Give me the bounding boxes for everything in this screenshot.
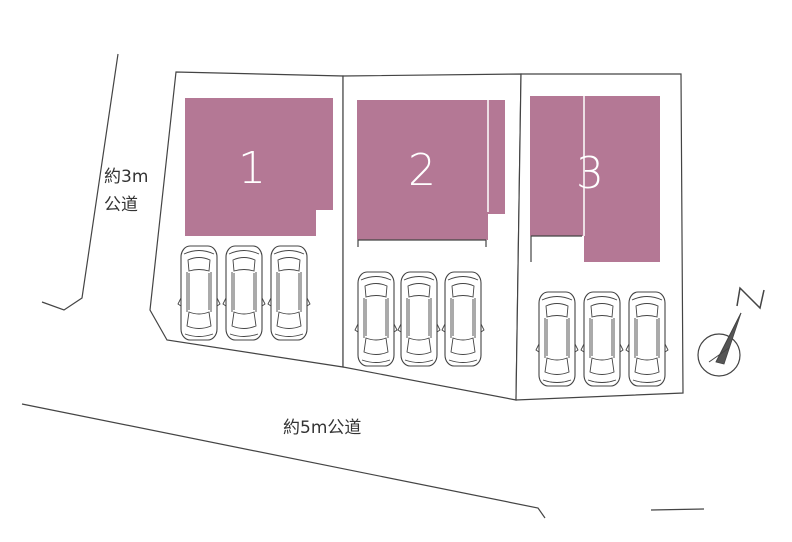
compass-north-glyph (736, 286, 765, 310)
parked-car-icon (580, 291, 624, 387)
building-3[interactable] (530, 96, 660, 262)
south-road-edge-east (650, 508, 705, 511)
parked-car-icon (267, 245, 311, 341)
west-road-label-line2: 公道 (104, 195, 138, 215)
parked-car-icon (535, 291, 579, 387)
lot-3-parking (535, 291, 669, 387)
buildings (185, 96, 660, 262)
parked-car-icon (397, 271, 441, 367)
south-road-edge (21, 403, 546, 519)
building-2[interactable] (357, 100, 505, 247)
lot-1-parking (177, 245, 311, 341)
parked-car-icon (441, 271, 485, 367)
building-1[interactable] (185, 98, 333, 236)
lot-2-parking (354, 271, 485, 367)
west-road-edge (41, 53, 119, 311)
parked-car-icon (354, 271, 398, 367)
parked-car-icon (625, 291, 669, 387)
south-road-label: 約5m公道 (283, 418, 361, 438)
road-boundaries (21, 53, 705, 519)
lot-1-number: 1 (238, 143, 266, 194)
north-arrow-icon (697, 286, 765, 377)
lot-3-number: 3 (576, 148, 604, 199)
parking-spaces (177, 245, 669, 387)
lot-2-number: 2 (408, 145, 436, 196)
parked-car-icon (222, 245, 266, 341)
parked-car-icon (177, 245, 221, 341)
west-road-label-line1: 約3m (104, 167, 148, 187)
